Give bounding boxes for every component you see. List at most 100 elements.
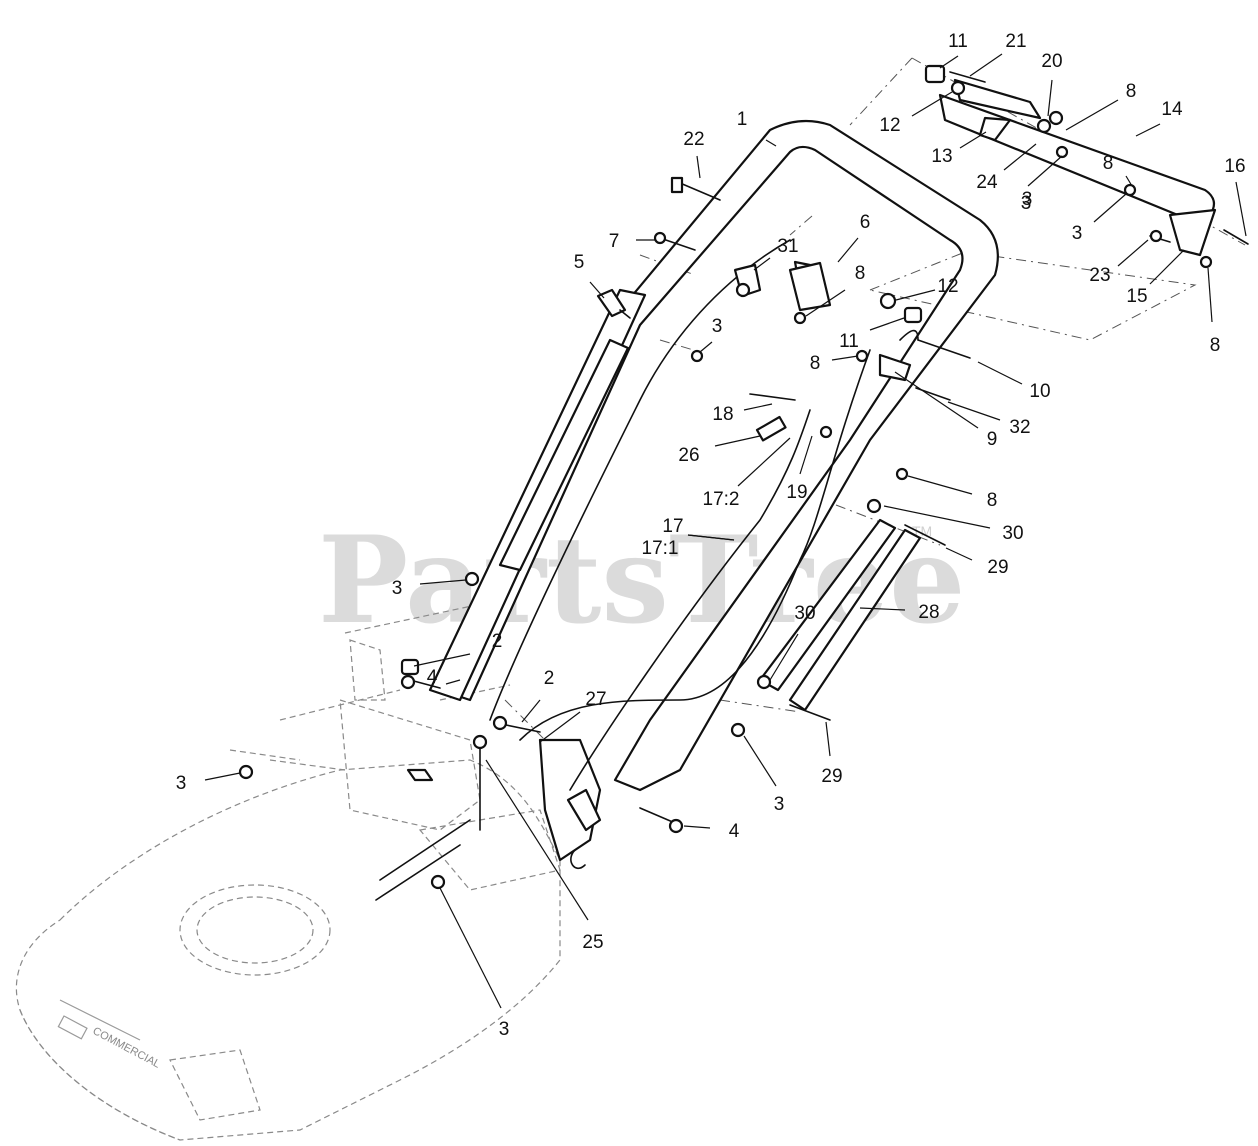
callout-label-9: 9 — [987, 429, 998, 450]
callout-label-8: 8 — [1103, 153, 1114, 174]
callout-label-29: 29 — [821, 766, 842, 787]
callout-leader — [683, 825, 711, 829]
callout-leader — [894, 371, 979, 429]
callout-label-3: 3 — [1022, 189, 1033, 210]
callout-leader — [696, 155, 701, 179]
callout-leader — [714, 435, 761, 447]
callout-leader — [977, 361, 1023, 385]
callout-label-3: 3 — [176, 773, 187, 794]
callout-leader — [859, 607, 906, 611]
callout-label-3: 3 — [499, 1019, 510, 1040]
callout-label-17-1: 17:1 — [642, 538, 679, 559]
cables — [375, 239, 919, 901]
callout-label-2: 2 — [492, 631, 503, 652]
callout-label-25: 25 — [582, 932, 603, 953]
callout-leader — [947, 401, 1001, 421]
callout-label-12: 12 — [879, 115, 900, 136]
callout-label-19: 19 — [786, 482, 807, 503]
callout-leader — [1149, 249, 1185, 285]
callout-leader — [869, 317, 905, 331]
callout-leader — [805, 289, 846, 317]
callout-leader — [1117, 239, 1149, 267]
callout-layer: 1223333333445678888889101111121213141516… — [176, 31, 1247, 1040]
callout-label-8: 8 — [855, 263, 866, 284]
deck-brand-label: COMMERCIAL — [91, 1025, 162, 1071]
callout-label-11: 11 — [948, 31, 968, 52]
callout-label-8: 8 — [810, 353, 821, 374]
callout-label-26: 26 — [678, 445, 699, 466]
handle-assembly — [428, 119, 999, 862]
callout-leader — [743, 403, 773, 411]
callout-label-20: 20 — [1041, 51, 1062, 72]
callout-label-31: 31 — [777, 236, 798, 257]
callout-leader — [895, 289, 936, 301]
callout-leader — [419, 579, 467, 585]
callout-label-4: 4 — [427, 667, 438, 688]
watermark-tm: TM — [912, 523, 932, 539]
callout-leader — [1047, 79, 1053, 117]
callout-label-27: 27 — [585, 689, 606, 710]
callout-label-17: 17 — [662, 516, 683, 537]
callout-label-18: 18 — [712, 404, 733, 425]
callout-label-11: 11 — [839, 331, 859, 352]
callout-label-13: 13 — [931, 146, 952, 167]
callout-leader — [589, 281, 605, 299]
callout-label-29: 29 — [987, 557, 1008, 578]
callout-label-8: 8 — [1210, 335, 1221, 356]
callout-label-21: 21 — [1005, 31, 1026, 52]
callout-leader — [769, 633, 799, 681]
callout-label-15: 15 — [1126, 286, 1147, 307]
callout-label-10: 10 — [1029, 381, 1050, 402]
callout-label-1: 1 — [737, 109, 748, 130]
callout-leader — [687, 534, 735, 541]
callout-leader — [445, 679, 461, 685]
callout-label-16: 16 — [1224, 156, 1245, 177]
callout-leader — [539, 711, 581, 743]
callout-leader — [969, 53, 1003, 77]
callout-leader — [799, 435, 813, 475]
callout-leader — [743, 735, 777, 787]
callout-label-23: 23 — [1089, 265, 1110, 286]
callout-leader — [753, 257, 771, 271]
callout-label-17-2: 17:2 — [703, 489, 740, 510]
callout-leader — [831, 355, 859, 361]
callout-label-30: 30 — [1002, 523, 1023, 544]
callout-label-3: 3 — [1021, 193, 1032, 214]
watermark: PartsTree — [318, 510, 965, 651]
callout-leader — [413, 653, 471, 667]
control-bar — [938, 78, 1217, 257]
callout-label-3: 3 — [774, 794, 785, 815]
callout-label-3: 3 — [712, 316, 723, 337]
callout-label-3: 3 — [1072, 223, 1083, 244]
callout-leader — [939, 55, 959, 69]
callout-label-6: 6 — [860, 212, 871, 233]
callout-label-8: 8 — [987, 490, 998, 511]
callout-leader — [959, 131, 987, 149]
callout-label-8: 8 — [1126, 81, 1137, 102]
callout-leader — [1093, 193, 1127, 223]
callout-leader — [1065, 99, 1119, 131]
callout-label-4: 4 — [729, 821, 740, 842]
callout-label-32: 32 — [1009, 417, 1030, 438]
callout-leader — [1125, 175, 1133, 187]
callout-leader — [521, 699, 541, 723]
callout-label-24: 24 — [976, 172, 998, 193]
callout-leader — [945, 547, 973, 561]
callout-leader — [1027, 155, 1063, 187]
callout-leader — [765, 139, 777, 147]
callout-leader — [837, 237, 859, 263]
callout-label-7: 7 — [609, 231, 620, 252]
callout-leader — [1207, 267, 1213, 323]
callout-leader — [485, 759, 589, 921]
callout-label-28: 28 — [918, 602, 939, 623]
callout-leader — [204, 772, 241, 781]
callout-leader — [1135, 123, 1161, 137]
callout-leader — [907, 475, 973, 495]
callout-label-5: 5 — [574, 252, 585, 273]
callout-leader — [439, 887, 502, 1009]
callout-leader — [911, 91, 953, 117]
callout-leader — [1235, 181, 1247, 237]
callout-leader — [737, 437, 791, 487]
